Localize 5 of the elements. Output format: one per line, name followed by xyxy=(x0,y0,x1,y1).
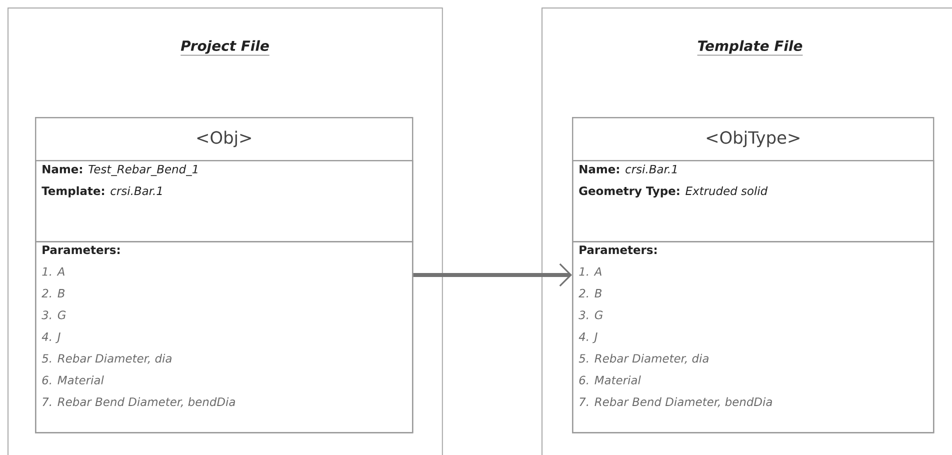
attribute-compartment: Name: Test_Rebar_Bend_1 Template: crsi.Bar.1 xyxy=(35,160,414,242)
attribute-compartment: Name: crsi.Bar.1 Geometry Type: Extruded solid xyxy=(572,160,934,242)
parameter-compartment: Parameters: 1. A 2. B 3. G 4. J 5. Rebar Diameter, dia 6. Material 7. Rebar Bend Diameter, bendDia xyxy=(35,241,414,434)
parameter-compartment: Parameters: 1. A 2. B 3. G 4. J 5. Rebar Diameter, dia 6. Material 7. Rebar Bend Diameter, bendDia xyxy=(572,241,934,434)
arrow xyxy=(413,263,572,287)
